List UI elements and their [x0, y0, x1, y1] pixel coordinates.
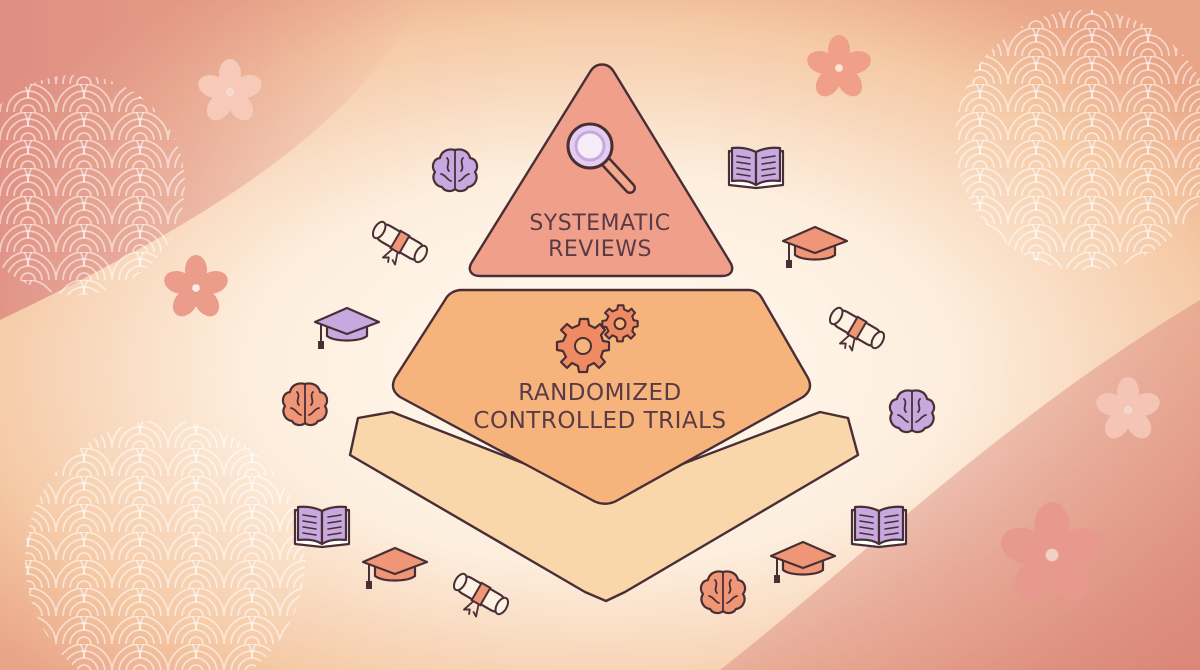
middle-tier-label-line1: RANDOMIZED: [518, 380, 681, 406]
wave-pattern-top-left: [0, 75, 185, 295]
magnifier-icon: [566, 122, 636, 194]
wave-pattern-bottom-left: [25, 420, 305, 670]
open-book-icon: [850, 505, 908, 549]
brain-icon: [888, 389, 936, 434]
pyramid-middle-tier: RANDOMIZED CONTROLLED TRIALS: [391, 288, 812, 505]
pyramid-top-tier: SYSTEMATIC REVIEWS: [468, 63, 734, 278]
middle-tier-label-line2: CONTROLLED TRIALS: [473, 408, 726, 434]
brain-icon: [431, 148, 479, 193]
top-tier-label-line1: SYSTEMATIC: [529, 211, 670, 236]
brain-icon: [699, 570, 747, 615]
open-book-icon: [293, 505, 351, 549]
gears-icon: [555, 304, 639, 374]
brain-icon: [281, 382, 329, 427]
open-book-icon: [727, 146, 785, 190]
top-tier-label-line2: REVIEWS: [548, 237, 652, 262]
wave-pattern-top-right: [955, 10, 1200, 270]
